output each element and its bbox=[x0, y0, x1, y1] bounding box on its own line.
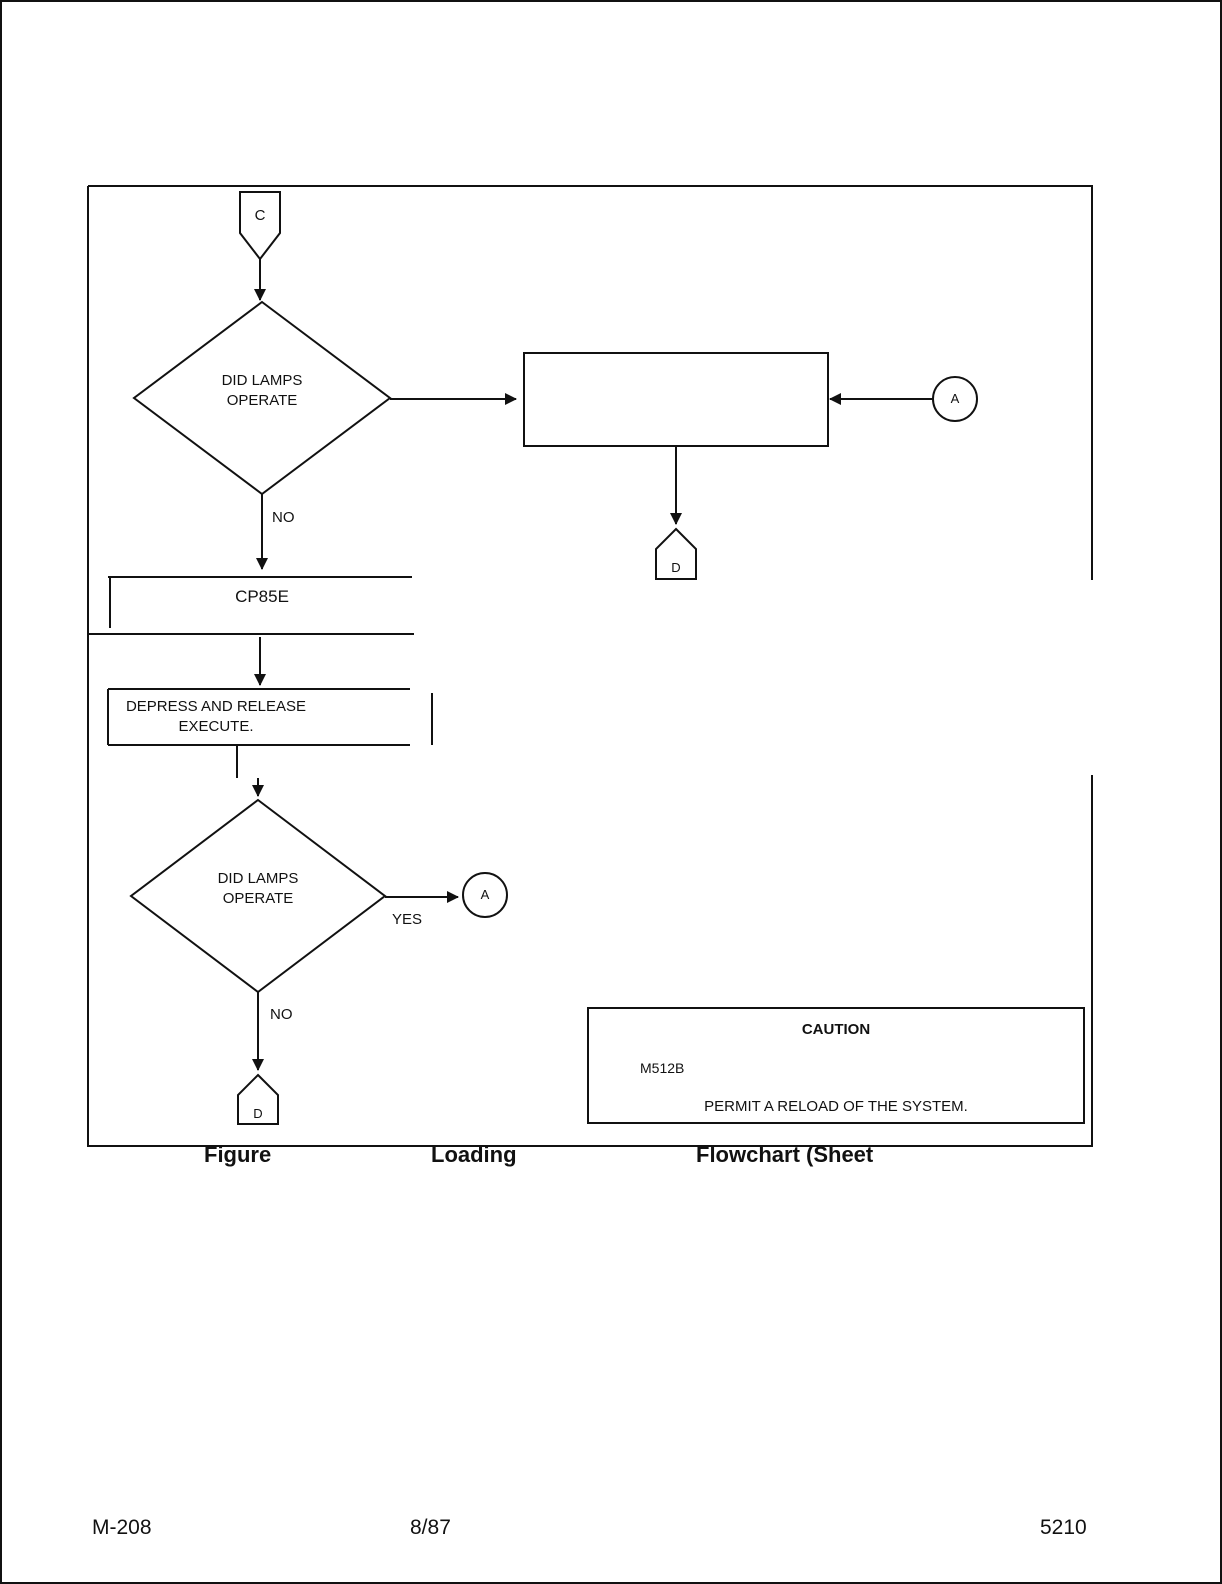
footer-date: 8/87 bbox=[410, 1516, 451, 1539]
caution-box bbox=[587, 1007, 1085, 1124]
decision-1-no-label: NO bbox=[272, 509, 295, 526]
offpage-connector-c bbox=[239, 191, 281, 261]
offpage-connector-d-lower bbox=[237, 1073, 279, 1125]
caution-line-1: M512B bbox=[640, 1060, 685, 1076]
connector-a-right-label: A bbox=[950, 391, 960, 406]
connector-a-right bbox=[932, 376, 978, 422]
offpage-connector-d-right bbox=[655, 527, 697, 580]
figure-frame bbox=[87, 185, 1093, 1147]
footer-page-number: 5210 bbox=[1040, 1516, 1087, 1539]
caption-word-figure: Figure bbox=[204, 1142, 272, 1167]
decision-2-label: DID LAMPS OPERATE bbox=[217, 870, 299, 907]
caution-title: CAUTION bbox=[801, 1021, 871, 1038]
caption-word-loading: Loading bbox=[431, 1142, 517, 1167]
process-depress-label: DEPRESS AND RELEASE EXECUTE. bbox=[125, 698, 307, 735]
process-cp85e-label: CP85E bbox=[235, 587, 289, 606]
caution-line-2: PERMIT A RELOAD OF THE SYSTEM. bbox=[704, 1098, 968, 1115]
decision-1-label: DID LAMPS OPERATE bbox=[221, 372, 303, 409]
decision-2-no-label: NO bbox=[270, 1006, 293, 1023]
connector-c-label: C bbox=[254, 207, 266, 224]
footer-doc-number: M-208 bbox=[92, 1516, 152, 1539]
connector-a-lower-label: A bbox=[480, 887, 490, 902]
connector-d-right-label: D bbox=[671, 560, 681, 575]
decision-2-yes-label: YES bbox=[392, 911, 423, 928]
connector-a-lower bbox=[462, 872, 508, 918]
process-box-right bbox=[523, 352, 829, 447]
connector-d-lower-label: D bbox=[253, 1106, 263, 1121]
caption-word-flowchart: Flowchart (Sheet bbox=[696, 1142, 874, 1167]
